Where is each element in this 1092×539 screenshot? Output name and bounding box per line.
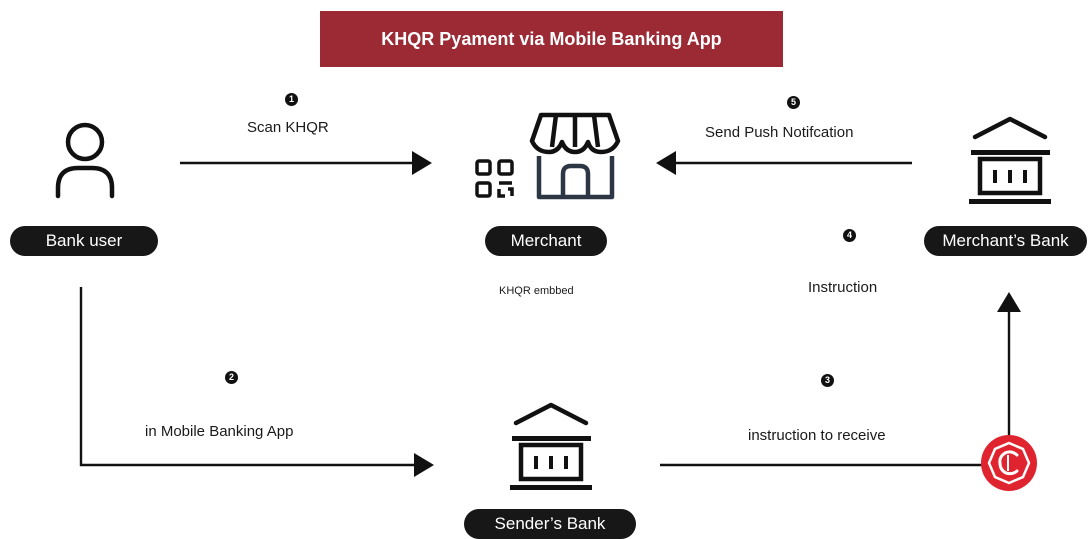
diagram-title-text: KHQR Pyament via Mobile Banking App bbox=[381, 28, 722, 49]
step-number-1: 1 bbox=[285, 93, 298, 106]
step-number-3: 3 bbox=[821, 374, 834, 387]
bank-icon-sender bbox=[510, 402, 592, 490]
step-label-mobile-banking-app: in Mobile Banking App bbox=[145, 423, 294, 440]
node-merchant-label: Merchant bbox=[510, 231, 582, 250]
node-merchants-bank: Merchant’s Bank bbox=[924, 226, 1087, 256]
arrow-mobile-banking-app bbox=[79, 287, 434, 477]
step-number-5: 5 bbox=[787, 96, 800, 109]
khqr-embbed-note: KHQR embbed bbox=[499, 285, 574, 297]
step-label-instruction: Instruction bbox=[808, 279, 878, 296]
node-senders-bank: Sender’s Bank bbox=[464, 509, 636, 539]
step-number-2: 2 bbox=[225, 371, 238, 384]
bank-icon-merchant bbox=[969, 116, 1051, 204]
arrow-scan-khqr bbox=[180, 151, 432, 175]
node-merchant: Merchant bbox=[485, 226, 607, 256]
step-label-scan-khqr: Scan KHQR bbox=[247, 119, 329, 136]
diagram-title: KHQR Pyament via Mobile Banking App bbox=[320, 11, 783, 67]
bakong-logo-icon bbox=[981, 435, 1037, 491]
node-merchants-bank-label: Merchant’s Bank bbox=[942, 231, 1069, 250]
arrow-push-notification bbox=[656, 151, 912, 175]
user-icon bbox=[55, 122, 115, 199]
step-label-instruction-to-receive: instruction to receive bbox=[748, 427, 886, 444]
node-senders-bank-label: Sender’s Bank bbox=[494, 514, 606, 533]
step-label-push-notification: Send Push Notifcation bbox=[705, 124, 854, 141]
node-bank-user-label: Bank user bbox=[45, 231, 123, 250]
storefront-icon bbox=[529, 112, 621, 200]
step-number-4: 4 bbox=[843, 229, 856, 242]
node-bank-user: Bank user bbox=[10, 226, 158, 256]
qr-code-icon bbox=[475, 159, 514, 198]
arrow-instruction-to-receive bbox=[660, 292, 1021, 467]
